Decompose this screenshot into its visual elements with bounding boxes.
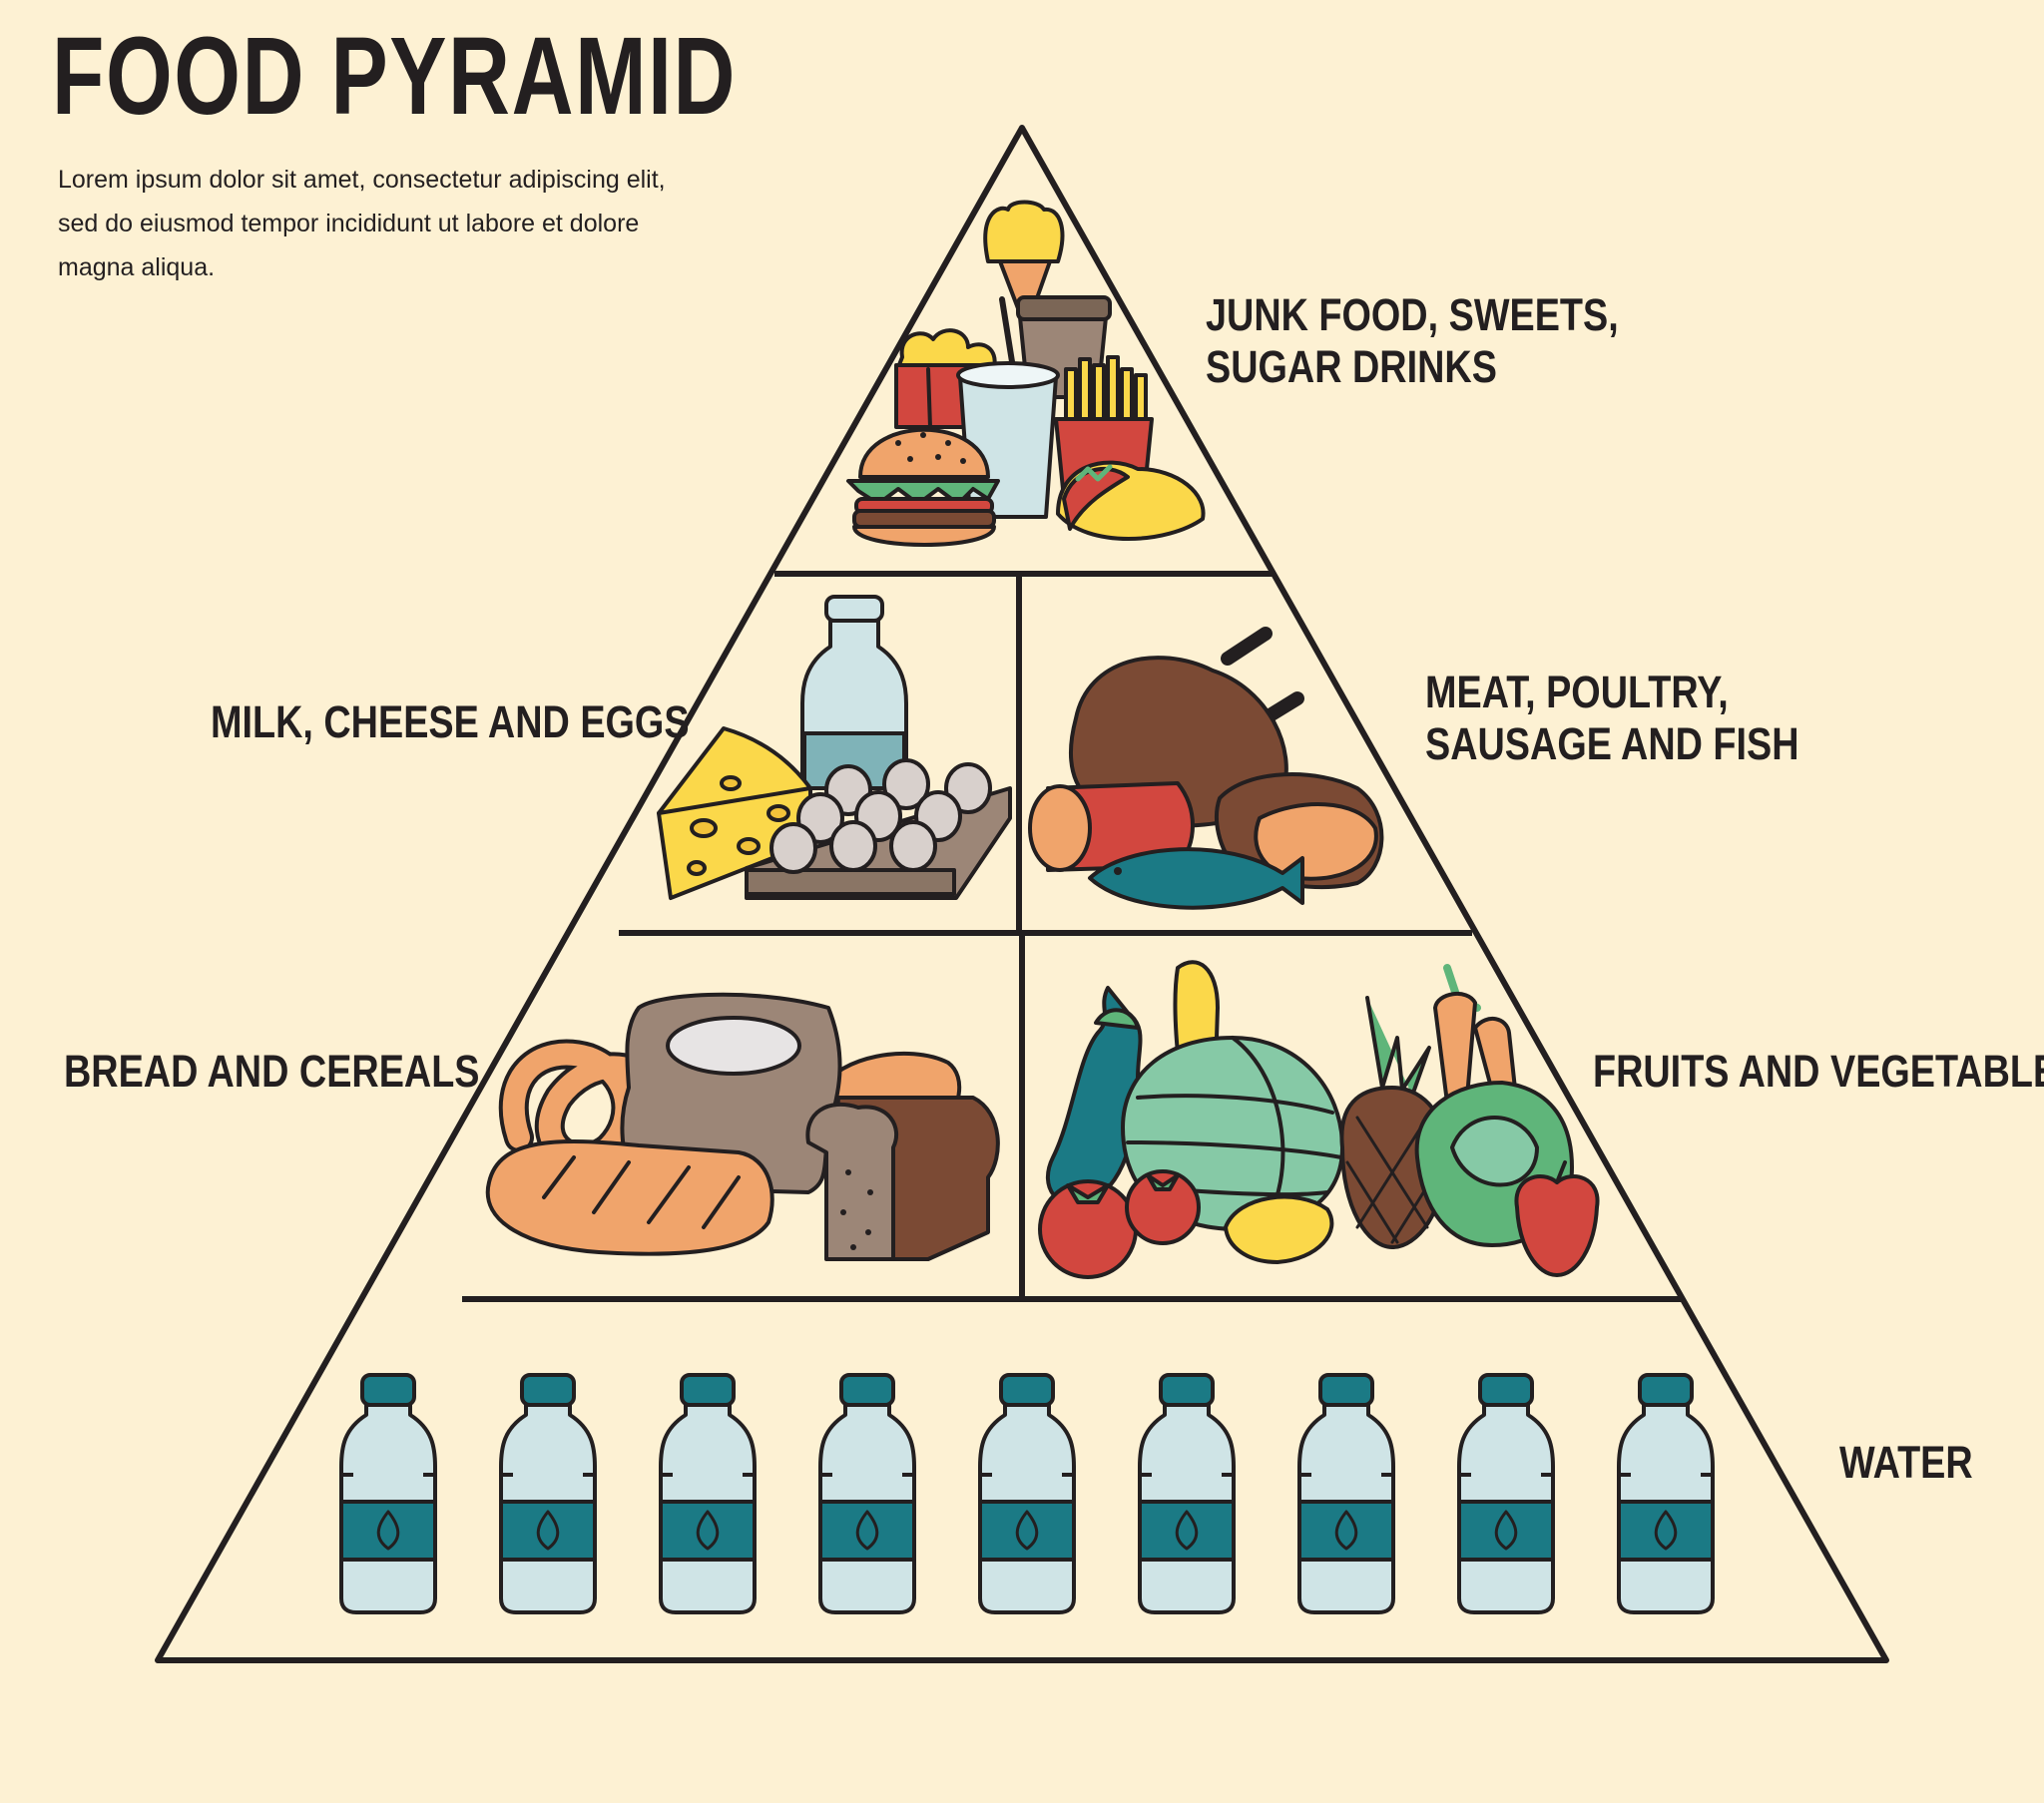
intro-text: Lorem ipsum dolor sit amet, consectetur …: [58, 158, 747, 289]
dairy-illustration: [657, 595, 1012, 900]
label-dairy: MILK, CHEESE AND EGGS: [211, 696, 690, 748]
page-title: FOOD PYRAMID: [52, 15, 738, 138]
label-junk-food-line-2: SUGAR DRINKS: [1206, 341, 1497, 392]
apple-icon: [1514, 1160, 1600, 1277]
water-bottle-icon: [818, 1373, 916, 1614]
grains-illustration: [485, 992, 1000, 1261]
label-grains-line-1: BREAD AND CEREALS: [64, 1046, 480, 1097]
meat-illustration: [1028, 627, 1384, 910]
water-bottle-icon: [499, 1373, 597, 1614]
pyramid-frame: [155, 125, 1889, 1663]
intro-line-1: Lorem ipsum dolor sit amet, consectetur …: [58, 166, 666, 194]
label-grains: BREAD AND CEREALS: [64, 1046, 480, 1098]
label-water: WATER: [1839, 1437, 1973, 1489]
water-bottle-icon: [659, 1373, 757, 1614]
water-bottle-icon: [1297, 1373, 1395, 1614]
produce-illustration: [1038, 960, 1600, 1279]
taco-icon: [1056, 460, 1206, 541]
pyramid-outline: [155, 125, 1889, 1663]
label-junk-food-line-1: JUNK FOOD, SWEETS,: [1206, 289, 1619, 340]
water-bottle-icon: [1457, 1373, 1555, 1614]
label-meat-line-1: MEAT, POULTRY,: [1425, 667, 1729, 717]
tomato-icon: [1038, 1169, 1201, 1279]
fish-icon: [1088, 847, 1304, 910]
junk-food-illustration: [846, 200, 1206, 547]
label-dairy-line-1: MILK, CHEESE AND EGGS: [211, 696, 690, 747]
label-junk-food: JUNK FOOD, SWEETS, SUGAR DRINKS: [1206, 289, 1619, 393]
intro-line-3: magna aliqua.: [58, 253, 216, 281]
water-bottle-icon: [978, 1373, 1076, 1614]
sausage-icon: [1028, 781, 1195, 872]
intro-line-2: sed do eiusmod tempor incididunt ut labo…: [58, 210, 640, 237]
label-water-line-1: WATER: [1839, 1437, 1973, 1488]
egg-carton-icon: [745, 758, 1012, 900]
label-produce: FRUITS AND VEGETABLES: [1593, 1046, 2044, 1098]
burger-icon: [846, 427, 1000, 547]
label-meat-line-2: SAUSAGE AND FISH: [1425, 718, 1799, 769]
water-bottles-row: [339, 1373, 1715, 1614]
water-bottle-icon: [1617, 1373, 1715, 1614]
milk-bottle-icon: [800, 595, 908, 790]
lemon-icon: [1224, 1194, 1334, 1264]
water-bottle-icon: [1138, 1373, 1236, 1614]
water-bottle-icon: [339, 1373, 437, 1614]
bread-loaf-icon: [805, 1096, 1000, 1261]
baguette-icon: [485, 1138, 774, 1256]
label-produce-line-1: FRUITS AND VEGETABLES: [1593, 1046, 2044, 1097]
label-meat: MEAT, POULTRY, SAUSAGE AND FISH: [1425, 667, 1799, 770]
